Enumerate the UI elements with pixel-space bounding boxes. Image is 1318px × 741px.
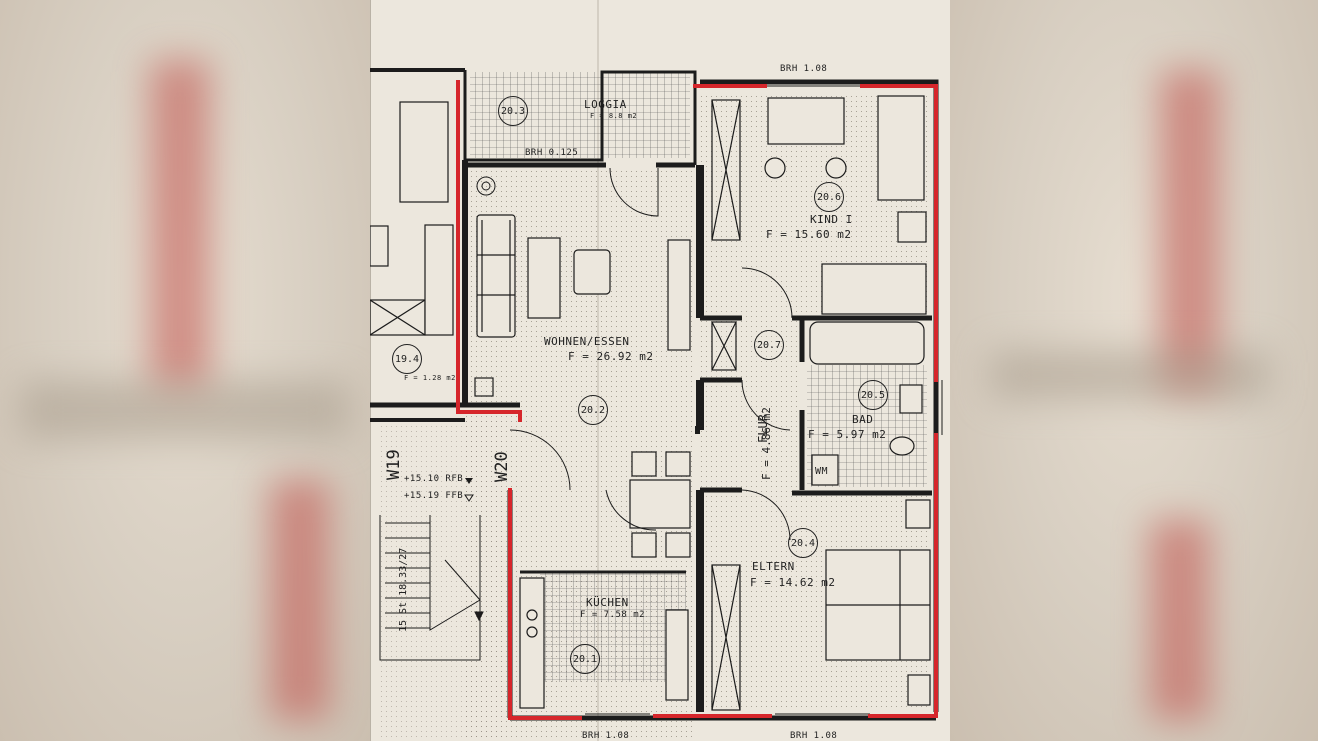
blurred-background-right [950,0,1318,741]
stairs-label: 15 St 18.33/27 [398,547,409,632]
room-number-kuechen: 20.1 [570,644,600,674]
room-number-eltern: 20.4 [788,528,818,558]
room-name-loggia: LOGGIA [584,98,627,111]
room-name-kind: KIND I [810,213,853,226]
blur-red-band [1160,70,1220,390]
blur-grey-band [20,380,350,440]
room-area-wohnen: F = 26.92 m2 [568,350,654,363]
room-name-kuechen: KÜCHEN [586,596,629,609]
room-area-kuechen: F = 7.58 m2 [580,610,646,620]
red-marker-lines [456,80,938,720]
brh-label-loggia: BRH 0.125 [525,148,579,158]
room-area-eltern: F = 14.62 m2 [750,576,836,589]
level-ffb: +15.19 FFB [404,491,464,501]
washing-machine-label: WM [815,466,829,477]
level-rfb: +15.10 RFB [404,474,464,484]
room-number-loggia: 20.3 [498,96,528,126]
brh-label-bottom-right: BRH 1.08 [790,731,838,741]
unit-label-w19: W19 [384,449,404,480]
brh-label-top: BRH 1.08 [780,64,828,74]
blur-red-band [270,480,330,720]
room-number-neighbor: 19.4 [392,344,422,374]
wardrobes [370,99,741,711]
windows [585,79,943,721]
room-area-neighbor: F = 1.28 m2 [404,374,456,382]
level-marker-icon [464,494,474,502]
room-number-flur: 20.7 [754,330,784,360]
room-area-loggia: F = 8.8 m2 [590,112,638,120]
furniture [370,95,931,709]
unit-label-w20: W20 [492,451,512,482]
room-number-bad: 20.5 [858,380,888,410]
room-area-flur: F = 4.86 m2 [760,407,773,480]
level-marker-icon [465,478,473,484]
room-name-wohnen: WOHNEN/ESSEN [544,335,630,348]
staircase [379,515,484,661]
kitchen-tiles [540,572,686,682]
room-area-kind: F = 15.60 m2 [766,228,852,241]
floor-plan-drawing [370,0,943,741]
electrical-box [474,377,494,397]
blur-red-band [150,60,210,390]
room-number-wohnen: 20.2 [578,395,608,425]
floor-texture-flur [700,320,800,490]
stove-icon [476,176,496,196]
room-number-kind: 20.6 [814,182,844,212]
room-name-eltern: ELTERN [752,560,795,573]
room-name-bad: BAD [852,413,874,426]
blur-grey-band [990,350,1270,400]
blur-red-band [1150,520,1210,720]
room-area-bad: F = 5.97 m2 [808,428,887,441]
brh-label-bottom-left: BRH 1.08 [582,731,630,741]
door-swings [509,167,793,541]
floor-plan: BRH 1.08 BRH 0.125 BRH 1.08 BRH 1.08 20.… [370,0,950,741]
blurred-background-left [0,0,370,741]
